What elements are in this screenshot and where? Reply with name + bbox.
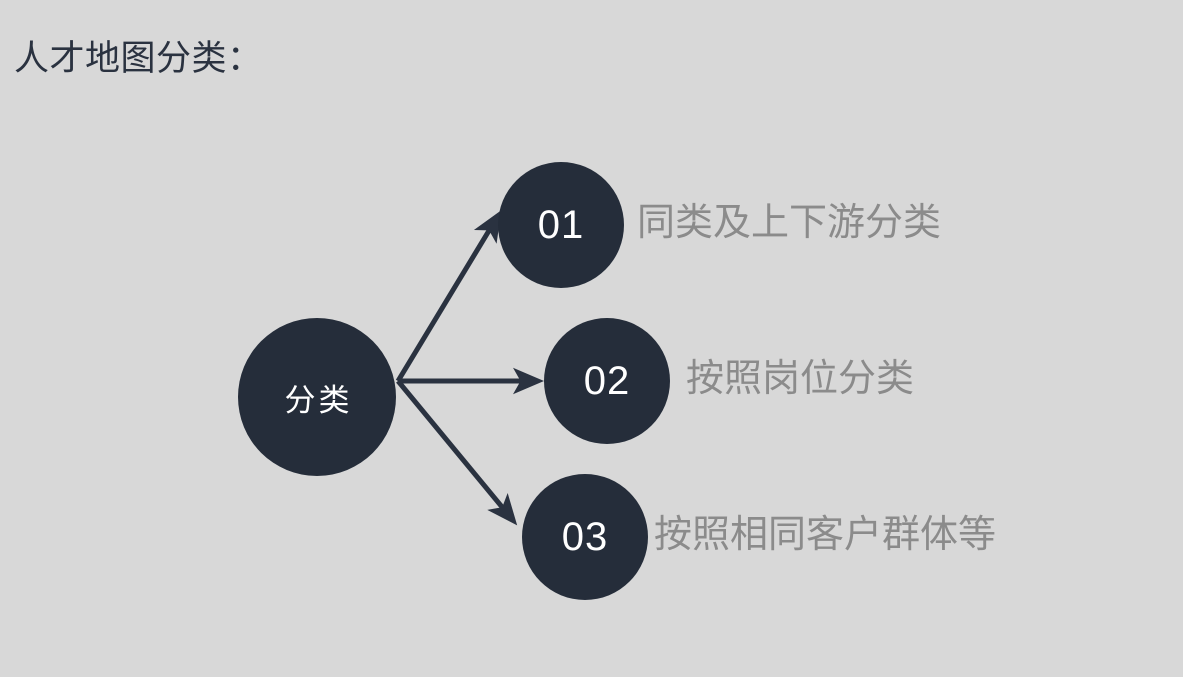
branch-node-circle-02[interactable]: 02 bbox=[544, 318, 670, 444]
page-title: 人才地图分类： bbox=[14, 39, 263, 78]
branch-label-02: 按照岗位分类 bbox=[686, 358, 915, 400]
arrow-to-01 bbox=[395, 210, 502, 383]
center-node-label: 分类 bbox=[284, 382, 353, 418]
center-node-circle[interactable]: 分类 bbox=[238, 318, 396, 476]
branch-label-01: 同类及上下游分类 bbox=[637, 202, 942, 244]
branch-number-02: 02 bbox=[583, 358, 631, 403]
branch-node-circle-03[interactable]: 03 bbox=[522, 474, 648, 600]
branch-label-03: 按照相同客户群体等 bbox=[654, 514, 997, 556]
arrow-to-03 bbox=[396, 379, 518, 526]
branch-number-03: 03 bbox=[561, 514, 609, 559]
branch-node-circle-01[interactable]: 01 bbox=[498, 162, 624, 288]
branch-number-01: 01 bbox=[537, 202, 585, 247]
